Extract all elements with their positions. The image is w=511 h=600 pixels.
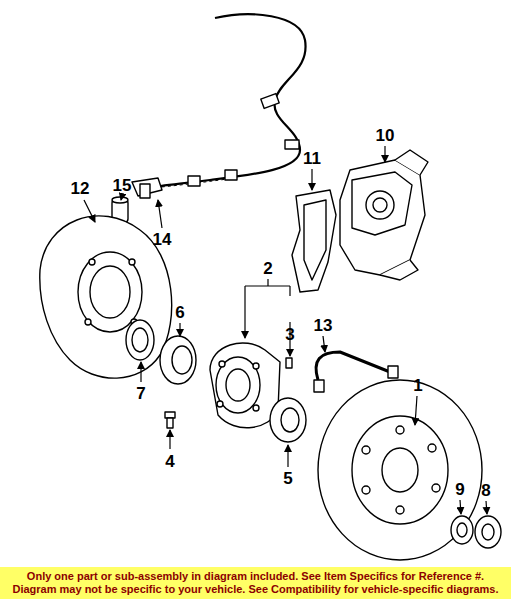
callout-number: 14 bbox=[153, 231, 172, 248]
callout-number: 12 bbox=[71, 180, 90, 197]
callout-number: 11 bbox=[303, 150, 321, 167]
callout-number: 5 bbox=[283, 470, 292, 487]
callout-number: 1 bbox=[413, 377, 422, 394]
callout-number: 6 bbox=[175, 304, 184, 321]
notice-band: Only one part or sub-assembly in diagram… bbox=[0, 567, 511, 599]
notice-text: Only one part or sub-assembly in diagram… bbox=[4, 570, 507, 596]
callout-number: 9 bbox=[455, 481, 464, 498]
callout-number: 7 bbox=[136, 385, 145, 402]
callout-number: 2 bbox=[263, 260, 272, 277]
callout-number: 10 bbox=[376, 127, 395, 144]
callout-number: 15 bbox=[113, 177, 132, 194]
callout-number: 13 bbox=[314, 317, 333, 334]
callout-number: 4 bbox=[165, 453, 174, 470]
callout-number: 8 bbox=[481, 482, 490, 499]
callout-number: 3 bbox=[285, 326, 294, 343]
